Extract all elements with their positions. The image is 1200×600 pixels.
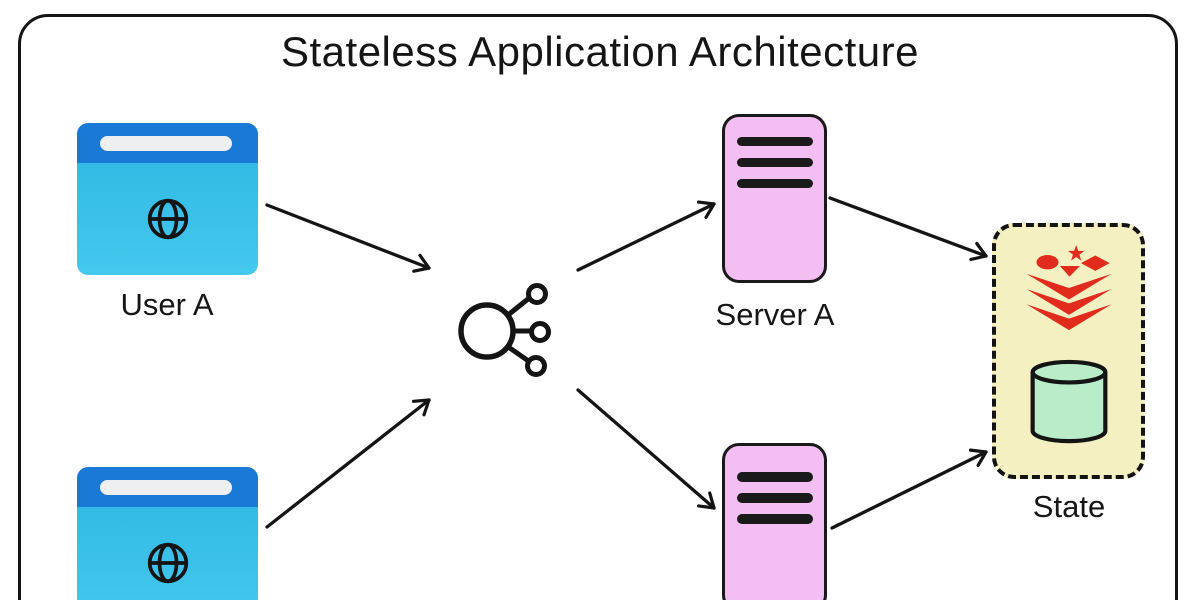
node-user-a: [77, 123, 258, 275]
diagram-frame-border: [18, 14, 1178, 600]
globe-icon: [147, 198, 188, 240]
arrow-load-balancer-to-server-a: [576, 200, 716, 272]
arrow-user-a-to-load-balancer: [265, 203, 431, 273]
state-label: State: [1032, 489, 1106, 524]
globe-icon: [147, 542, 188, 584]
server-a-label: Server A: [715, 297, 835, 332]
arrow-load-balancer-to-server-b: [576, 388, 716, 510]
diagram-title: Stateless Application Architecture: [280, 28, 920, 75]
node-server-b: [722, 443, 827, 600]
arrow-user-b-to-load-balancer: [265, 398, 431, 529]
user-a-label: User A: [120, 287, 214, 322]
browser-body: [77, 507, 258, 600]
server-slot-bar: [736, 493, 813, 503]
node-state: [992, 223, 1145, 479]
redis-icon: [1025, 245, 1112, 331]
server-slot-bar: [736, 136, 813, 146]
node-user-b: [77, 467, 258, 600]
arrow-server-b-to-state: [830, 448, 988, 530]
node-server-a: [722, 114, 827, 283]
load-balancer-icon: [458, 283, 551, 377]
browser-body: [77, 163, 258, 275]
server-slot-bar: [736, 178, 813, 188]
server-slot-bar: [736, 514, 813, 524]
server-slot-bar: [736, 157, 813, 167]
browser-titlebar: [77, 467, 258, 507]
database-cylinder-icon: [1030, 359, 1107, 444]
browser-address-bar: [100, 480, 232, 495]
server-slot-bar: [736, 472, 813, 482]
arrow-server-a-to-state: [828, 196, 988, 262]
browser-address-bar: [100, 136, 232, 151]
browser-titlebar: [77, 123, 258, 163]
